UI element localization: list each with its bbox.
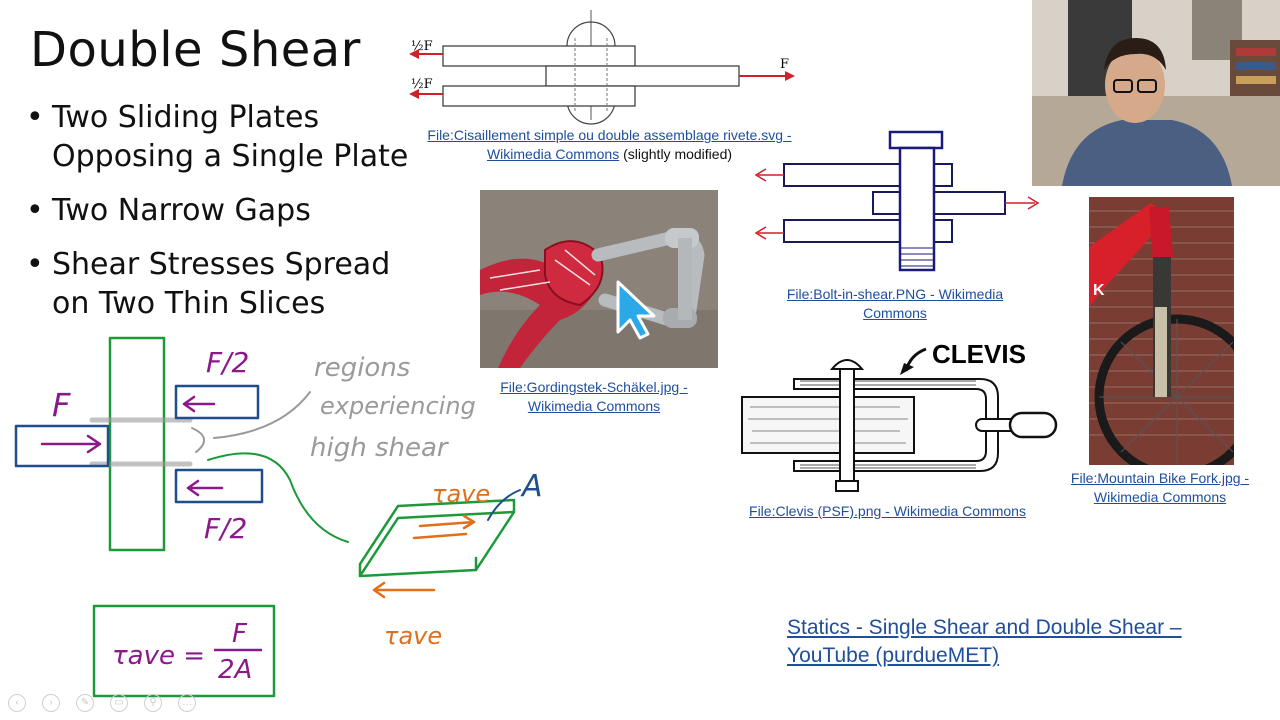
bullet-item: •Two Sliding Plates Opposing a Single Pl… bbox=[26, 100, 409, 174]
f-label: F bbox=[780, 57, 789, 72]
bike-caption: File:Mountain Bike Fork.jpg - Wikimedia … bbox=[1066, 469, 1254, 507]
half-f-label: ½F bbox=[411, 77, 433, 92]
slides-icon[interactable]: ▭ bbox=[110, 694, 128, 712]
rivet-source-link[interactable]: File:Cisaillement simple ou double assem… bbox=[427, 127, 792, 162]
bullet-item: •Shear Stresses Spread on Two Thin Slice… bbox=[26, 247, 391, 321]
clevis-caption: File:Clevis (PSF).png - Wikimedia Common… bbox=[740, 502, 1035, 521]
cursor-icon bbox=[612, 280, 658, 342]
half-f-label: ½F bbox=[411, 39, 433, 54]
area-a-label: A bbox=[520, 469, 543, 504]
bike-source-link[interactable]: File:Mountain Bike Fork.jpg - Wikimedia … bbox=[1070, 470, 1250, 505]
presenter-webcam bbox=[1032, 0, 1280, 186]
back-icon[interactable]: ‹ bbox=[8, 694, 26, 712]
regions-text: regions bbox=[314, 353, 410, 383]
regions-text: experiencing bbox=[320, 392, 476, 420]
rivet-diagram: ½F ½F F bbox=[405, 8, 805, 128]
formula-denominator: 2A bbox=[218, 655, 252, 685]
svg-text:K: K bbox=[1093, 282, 1105, 299]
youtube-link[interactable]: Statics - Single Shear and Double Shear … bbox=[787, 616, 1182, 667]
force-f-label: F bbox=[52, 386, 71, 424]
force-half-top-label: F/2 bbox=[206, 346, 249, 379]
play-icon[interactable]: › bbox=[42, 694, 60, 712]
pen-icon[interactable]: ✎ bbox=[76, 694, 94, 712]
bolt-diagram bbox=[748, 128, 1048, 278]
regions-text: high shear bbox=[310, 433, 450, 463]
clevis-diagram: CLEVIS bbox=[740, 335, 1060, 497]
tau-ave-label: τave bbox=[384, 622, 442, 650]
caption-note: (slightly modified) bbox=[623, 146, 733, 162]
bolt-caption: File:Bolt-in-shear.PNG - Wikimedia Commo… bbox=[775, 285, 1015, 323]
slide-title: Double Shear bbox=[30, 22, 361, 78]
force-half-bottom-label: F/2 bbox=[204, 512, 247, 545]
more-icon[interactable]: … bbox=[178, 694, 196, 712]
bolt-source-link[interactable]: File:Bolt-in-shear.PNG - Wikimedia Commo… bbox=[786, 286, 1004, 321]
bike-fork-photo: K bbox=[1089, 197, 1234, 465]
shackle-caption: File:Gordingstek-Schäkel.jpg - Wikimedia… bbox=[488, 378, 700, 416]
shackle-photo bbox=[480, 190, 718, 368]
tau-ave-label: τave bbox=[432, 480, 490, 508]
formula-lhs: τave = bbox=[112, 641, 205, 671]
search-icon[interactable]: ⚲ bbox=[144, 694, 162, 712]
clevis-label: CLEVIS bbox=[932, 339, 1026, 369]
bullet-list: •Two Sliding Plates Opposing a Single Pl… bbox=[26, 98, 426, 338]
rivet-caption: File:Cisaillement simple ou double assem… bbox=[412, 126, 807, 164]
shackle-source-link[interactable]: File:Gordingstek-Schäkel.jpg - Wikimedia… bbox=[500, 379, 688, 414]
clevis-source-link[interactable]: File:Clevis (PSF).png - Wikimedia Common… bbox=[749, 503, 1026, 519]
formula-numerator: F bbox=[232, 619, 248, 649]
handwritten-sketch: F F/2 F/2 regions experiencing high shea… bbox=[0, 320, 560, 700]
bullet-item: •Two Narrow Gaps bbox=[26, 193, 311, 228]
